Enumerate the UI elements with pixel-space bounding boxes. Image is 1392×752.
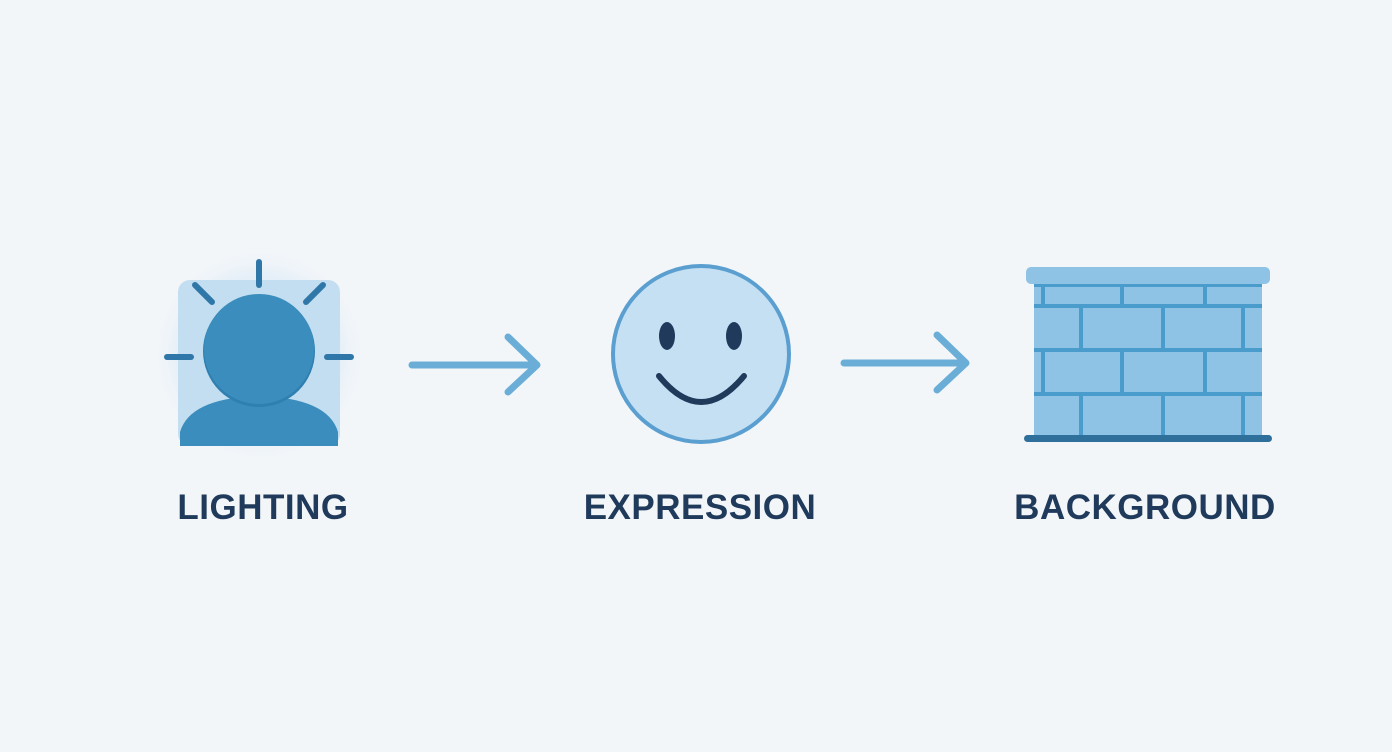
step-label-lighting: LIGHTING: [177, 488, 349, 527]
brick-wall-icon: [1024, 267, 1272, 442]
step-label-background: BACKGROUND: [1014, 488, 1276, 527]
person-lighting-icon: [147, 243, 371, 467]
step-label-expression: EXPRESSION: [583, 488, 817, 527]
smiley-face-icon: [611, 264, 791, 444]
arrow-icon: [408, 333, 541, 396]
arrow-icon: [840, 331, 970, 394]
